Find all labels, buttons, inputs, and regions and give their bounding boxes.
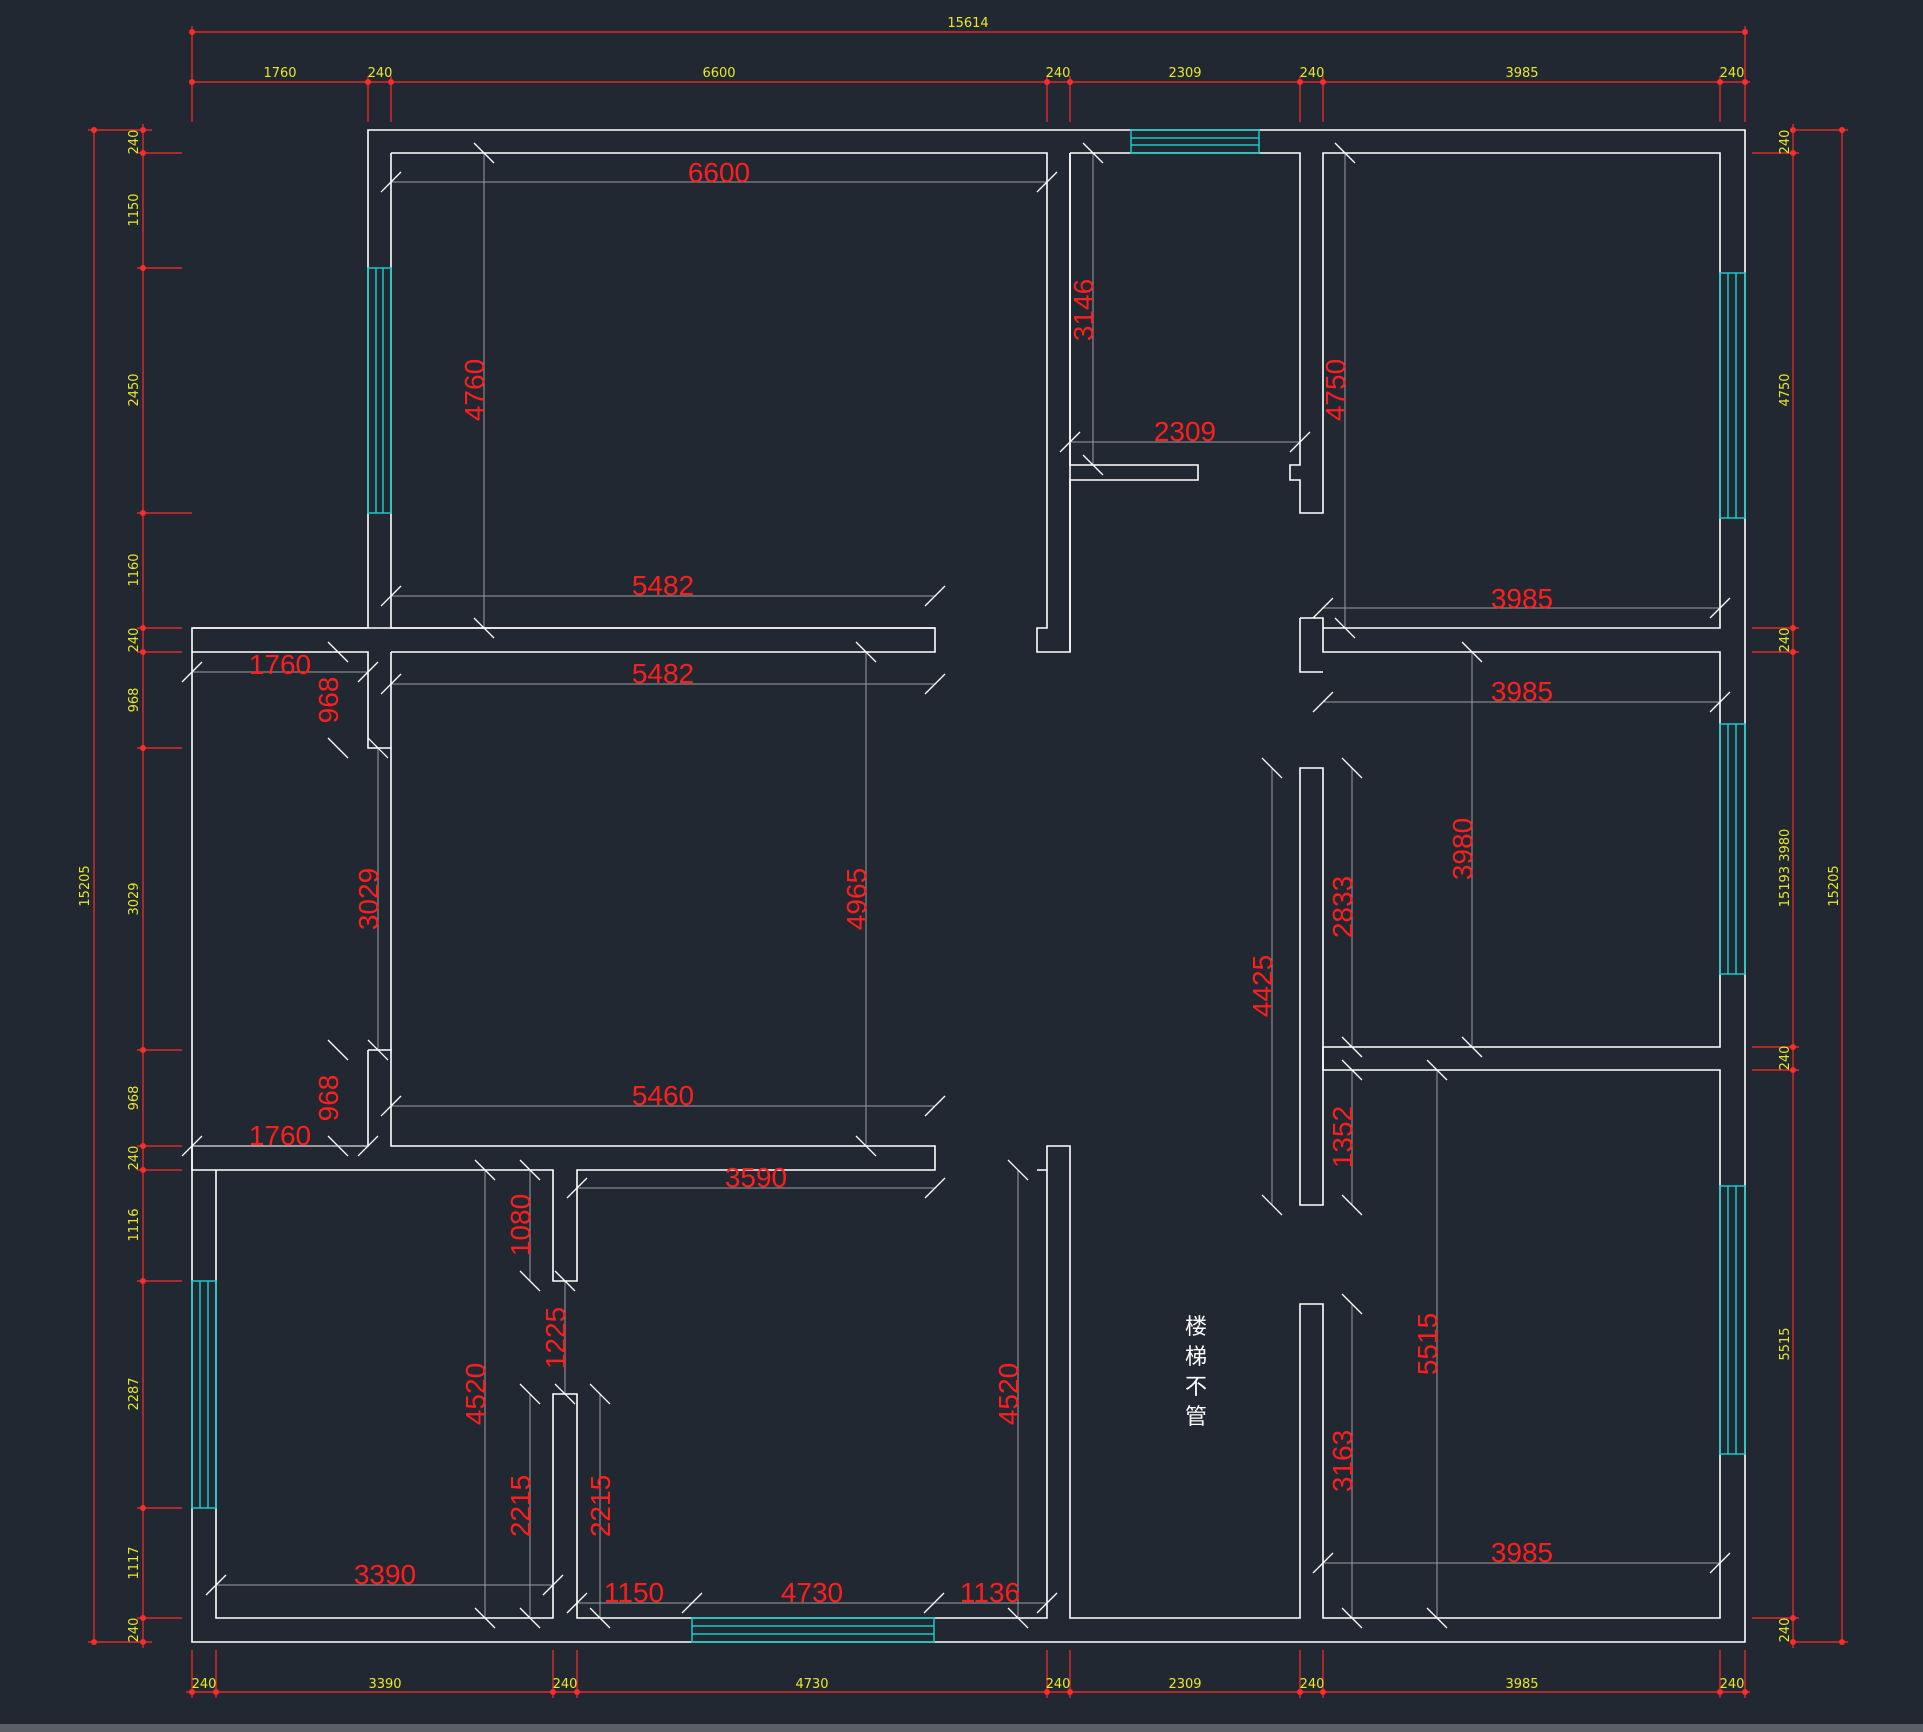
walls	[191, 129, 1746, 1643]
dim-right: 240	[1778, 1046, 1793, 1071]
dimension-ticks	[181, 142, 1731, 1629]
dim-left: 1150	[127, 193, 142, 226]
room-dim: 2215	[505, 1475, 536, 1537]
room-dim: 1080	[505, 1194, 536, 1256]
dim-right: 4750	[1778, 373, 1793, 406]
room-dim: 3985	[1491, 1537, 1553, 1568]
room-dim: 3390	[354, 1559, 416, 1590]
dim-right: 240	[1778, 628, 1793, 653]
room-dim: 4520	[993, 1363, 1024, 1425]
dim-left: 1117	[127, 1546, 142, 1579]
dim-bottom: 2309	[1168, 1677, 1201, 1692]
room-dim: 4730	[781, 1577, 843, 1608]
window-right-3	[1719, 1185, 1746, 1455]
room-dim: 3985	[1491, 676, 1553, 707]
dim-bottom: 3390	[368, 1677, 401, 1692]
dim-top: 3985	[1505, 66, 1538, 81]
dim-left: 2287	[127, 1377, 142, 1410]
room-dim: 1760	[249, 649, 311, 680]
room-dim: 6600	[688, 157, 750, 188]
dim-right: 15193 3980	[1778, 829, 1793, 908]
room-dim: 1150	[604, 1577, 664, 1608]
dim-bottom: 240	[192, 1677, 217, 1692]
room-dim: 968	[313, 1075, 344, 1122]
dim-left: 3029	[127, 882, 142, 915]
dim-left: 2450	[127, 373, 142, 406]
dim-left: 968	[127, 688, 142, 713]
window-bottom-edge	[0, 1724, 1923, 1732]
external-dimension-labels: 15614 1760 240 6600 240 2309 240 3985 24…	[78, 16, 1842, 1692]
dim-left: 240	[127, 130, 142, 155]
dim-left: 240	[127, 1146, 142, 1171]
room-dim: 4750	[1320, 359, 1351, 421]
dim-left: 1160	[127, 553, 142, 586]
dim-left: 240	[127, 1618, 142, 1643]
room-dim: 5482	[632, 658, 694, 689]
stair-note-char: 梯	[1185, 1345, 1207, 1370]
window-bottom	[691, 1617, 935, 1643]
dim-bottom: 240	[1046, 1677, 1071, 1692]
dim-left: 968	[127, 1086, 142, 1111]
dim-top: 240	[368, 66, 393, 81]
room-dim: 2309	[1154, 416, 1216, 447]
room-dim: 4520	[460, 1363, 491, 1425]
window-top	[1130, 129, 1260, 154]
dim-bottom: 240	[1300, 1677, 1325, 1692]
window-right-1	[1719, 272, 1746, 519]
dim-overall-left: 15205	[78, 865, 93, 906]
room-dim: 2215	[585, 1475, 616, 1537]
room-dim: 1225	[540, 1307, 571, 1369]
dim-bottom: 4730	[795, 1677, 828, 1692]
room-dim: 2833	[1327, 876, 1358, 938]
room-dim: 3590	[725, 1162, 787, 1193]
dim-left: 1116	[127, 1208, 142, 1241]
dim-top: 6600	[702, 66, 735, 81]
dim-overall-top: 15614	[947, 16, 988, 31]
stair-note: 楼 梯 不 管	[1185, 1315, 1207, 1430]
room-dim: 4760	[459, 359, 490, 421]
room-dim: 5482	[632, 570, 694, 601]
dim-top: 1760	[263, 66, 296, 81]
stair-note-char: 不	[1185, 1375, 1207, 1400]
room-dim: 3163	[1327, 1430, 1358, 1492]
room-dim: 5515	[1412, 1313, 1443, 1375]
window-left-upper	[367, 267, 392, 514]
dim-right: 5515	[1778, 1327, 1793, 1360]
dim-right: 240	[1778, 130, 1793, 155]
dim-top: 240	[1300, 66, 1325, 81]
window-left-lower	[191, 1280, 217, 1509]
windows	[191, 129, 1746, 1643]
dim-top: 2309	[1168, 66, 1201, 81]
dim-bottom: 240	[1720, 1677, 1745, 1692]
dim-overall-right: 15205	[1827, 865, 1842, 906]
dim-bottom: 3985	[1505, 1677, 1538, 1692]
stair-note-char: 管	[1185, 1405, 1207, 1430]
room-dim: 3985	[1491, 583, 1553, 614]
dim-right: 240	[1778, 1618, 1793, 1643]
room-dimension-labels: 6600 4760 5482 3146 2309 4750 3985 5482 …	[249, 157, 1553, 1608]
dimension-lines	[88, 26, 1848, 1698]
room-dim: 3029	[353, 868, 384, 930]
dim-left: 240	[127, 628, 142, 653]
room-dim: 1760	[249, 1120, 311, 1151]
room-dim: 5460	[632, 1080, 694, 1111]
window-right-2	[1719, 723, 1746, 975]
room-dim: 1352	[1327, 1106, 1358, 1168]
room-dim: 3146	[1068, 279, 1099, 341]
room-dim: 4425	[1247, 955, 1278, 1017]
room-measure-lines	[192, 153, 1720, 1618]
room-dim: 4965	[841, 868, 872, 930]
room-dim: 3980	[1447, 818, 1478, 880]
dim-top: 240	[1720, 66, 1745, 81]
room-dim: 968	[313, 677, 344, 724]
room-dim: 1136	[960, 1577, 1020, 1608]
dim-top: 240	[1046, 66, 1071, 81]
stair-note-char: 楼	[1185, 1315, 1207, 1340]
dim-bottom: 240	[553, 1677, 578, 1692]
